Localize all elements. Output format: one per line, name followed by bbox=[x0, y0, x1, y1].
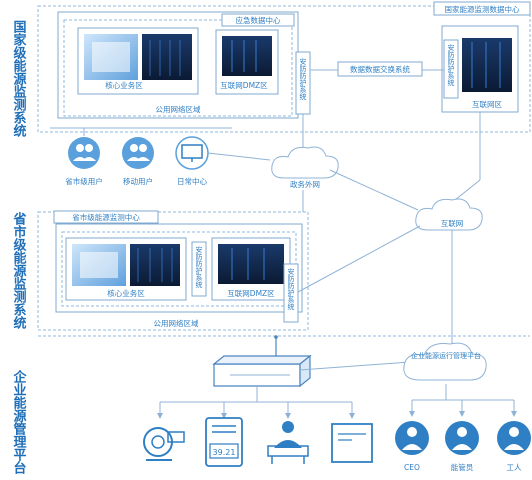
svg-text:省市级用户: 省市级用户 bbox=[65, 176, 103, 186]
svg-text:省市级能源监测系统: 省市级能源监测系统 bbox=[11, 211, 28, 330]
monitor-icon bbox=[175, 136, 209, 170]
mobile-user-node: 移动用户 bbox=[122, 137, 154, 186]
software-box-face-top bbox=[92, 42, 130, 72]
ceo-node: CEO bbox=[395, 421, 429, 472]
cloud-icon bbox=[403, 342, 487, 381]
internet-cloud: 互联网 bbox=[415, 198, 483, 231]
screen-center-node: 日常中心 bbox=[175, 136, 209, 186]
cloud-icon bbox=[415, 198, 483, 231]
manager-node: 能管员 bbox=[445, 421, 479, 472]
svg-text:日常中心: 日常中心 bbox=[177, 176, 207, 186]
meter-value: 39.21 bbox=[213, 448, 236, 457]
section-title-enterprise: 企业能源管理平台 bbox=[11, 369, 28, 475]
security-box-mid-2 bbox=[283, 263, 299, 323]
svg-text:互联网: 互联网 bbox=[441, 219, 464, 228]
cloud-icon bbox=[271, 146, 339, 179]
core-business-box-mid bbox=[65, 237, 187, 301]
meter-icon: 39.21 bbox=[205, 417, 243, 467]
cabinet-icon bbox=[331, 423, 373, 463]
public-zone-label-top: 公用网络区域 bbox=[156, 104, 201, 114]
national-center-label: 国家能源监测数据中心 bbox=[445, 4, 520, 14]
dmz-server-image-mid bbox=[218, 244, 284, 284]
remote-security-box bbox=[443, 39, 459, 99]
gateway-device bbox=[212, 335, 312, 388]
svg-text:企业能源运行管理平台: 企业能源运行管理平台 bbox=[411, 351, 481, 360]
provincial-outer-frame bbox=[37, 211, 309, 331]
national-center-label-box bbox=[433, 1, 531, 16]
national-outer-frame bbox=[37, 5, 531, 133]
operator-icon bbox=[267, 421, 309, 464]
worker-icon bbox=[497, 421, 531, 455]
secondary-center-label-box bbox=[221, 13, 295, 27]
pump-icon bbox=[143, 427, 185, 461]
secondary-center-label: 应急数据中心 bbox=[236, 15, 281, 25]
svg-text:政务外网: 政务外网 bbox=[290, 179, 320, 189]
dmz-label-mid: 互联网DMZ区 bbox=[227, 289, 275, 298]
core-business-label-top: 核心业务区 bbox=[105, 80, 143, 90]
svg-text:移动用户: 移动用户 bbox=[123, 176, 153, 186]
exchange-label-box bbox=[337, 61, 423, 77]
dmz-label-top: 互联网DMZ区 bbox=[220, 81, 268, 90]
svg-text:国家级能源监测系统: 国家级能源监测系统 bbox=[11, 20, 27, 138]
svg-text:能管员: 能管员 bbox=[451, 462, 474, 472]
provincial-main-frame bbox=[55, 223, 303, 313]
ceo-icon bbox=[395, 421, 429, 455]
worker-node: 工人 bbox=[497, 421, 531, 472]
svg-text:CEO: CEO bbox=[404, 463, 420, 472]
core-business-label-mid: 核心业务区 bbox=[107, 288, 145, 298]
enterprise-platform-cloud: 企业能源运行管理平台 bbox=[403, 342, 487, 381]
provincial-user-node: 省市级用户 bbox=[65, 137, 103, 186]
remote-zone-label: 互联网区 bbox=[472, 100, 502, 109]
exchange-label: 数据数据交换系统 bbox=[350, 64, 410, 74]
remote-server-image bbox=[462, 38, 512, 92]
core-business-box-top bbox=[77, 27, 199, 95]
mobile-user-icon bbox=[122, 137, 154, 169]
dmz-server-image-top bbox=[222, 36, 272, 76]
security-label-top: 安防防护系统 bbox=[299, 57, 307, 101]
section-title-national: 国家级能源监测系统 bbox=[11, 20, 27, 138]
provincial-center-label-box bbox=[53, 210, 159, 224]
security-box-mid bbox=[191, 241, 207, 297]
gov-network-cloud: 政务外网 bbox=[271, 146, 339, 189]
manager-icon bbox=[445, 421, 479, 455]
dmz-box-top bbox=[215, 29, 279, 95]
national-inner-frame bbox=[63, 19, 293, 117]
provincial-user-icon bbox=[68, 137, 100, 169]
svg-text:工人: 工人 bbox=[507, 463, 522, 472]
public-zone-label-mid: 公用网络区域 bbox=[154, 318, 199, 328]
remote-security-label: 安防防护系统 bbox=[447, 43, 455, 87]
security-label-mid: 安防防护系统 bbox=[195, 245, 203, 289]
provincial-center-label: 省市级能源监测中心 bbox=[72, 212, 140, 222]
security-label-mid-2: 安防防护系统 bbox=[287, 267, 295, 311]
svg-text:企业能源管理平台: 企业能源管理平台 bbox=[11, 369, 28, 475]
link-provincial-internet bbox=[297, 225, 421, 293]
section-title-provincial: 省市级能源监测系统 bbox=[11, 211, 28, 330]
